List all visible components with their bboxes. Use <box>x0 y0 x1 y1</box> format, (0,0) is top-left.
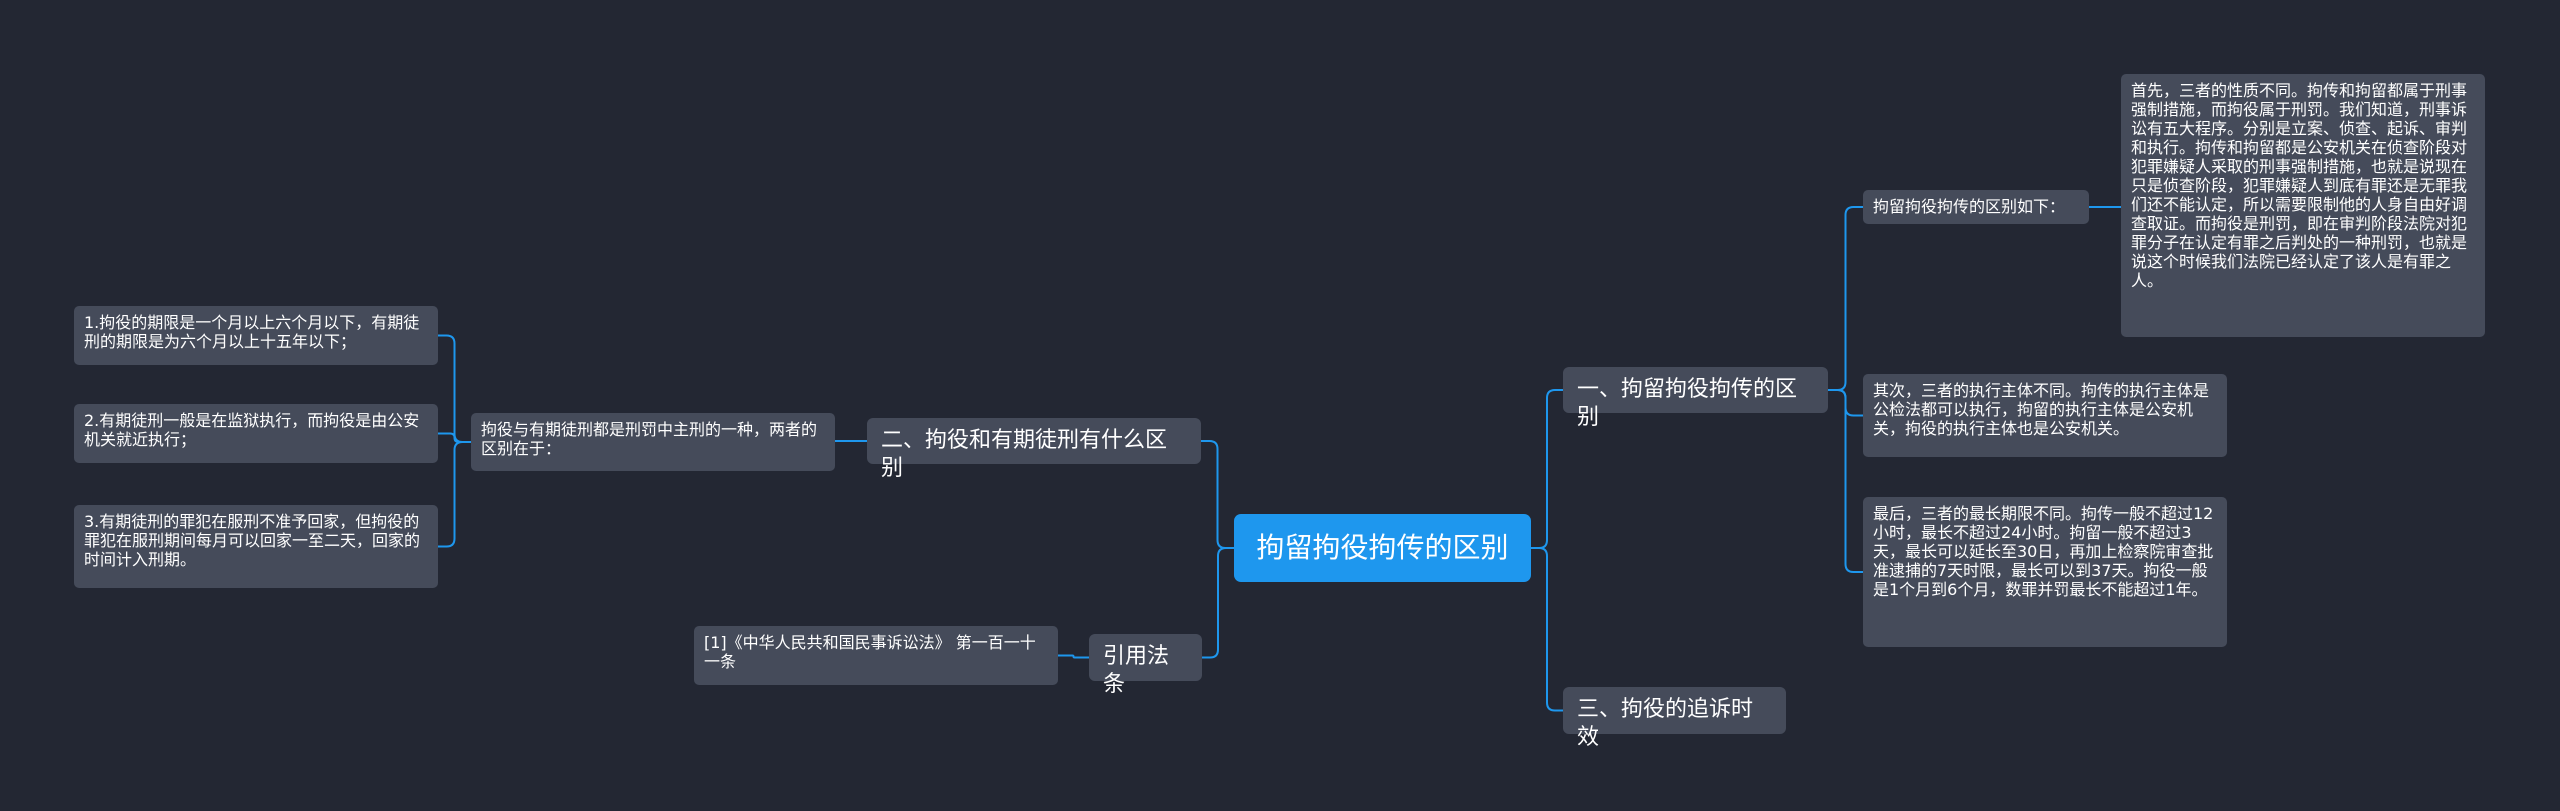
branch-prosecution-limit[interactable]: 三、拘役的追诉时效 <box>1563 687 1786 750</box>
branch-difference-detention[interactable]: 一、拘留拘役拘传的区别 <box>1563 367 1828 430</box>
law-reference[interactable]: [1]《中华人民共和国民事诉讼法》 第一百一十一条 <box>694 626 1058 685</box>
connector-9 <box>438 334 471 443</box>
connector-4 <box>1828 389 1863 573</box>
root-topic[interactable]: 拘留拘役拘传的区别 <box>1234 514 1531 582</box>
detail-duration-difference[interactable]: 最后，三者的最长期限不同。拘传一般不超过12小时，最长不超过24小时。拘留一般不… <box>1863 497 2227 647</box>
connector-6 <box>1201 440 1234 549</box>
detail-home-visits[interactable]: 3.有期徒刑的罪犯在服刑不准予回家，但拘役的罪犯在服刑期间每月可以回家一至二天，… <box>74 505 438 588</box>
branch-detention-vs-imprisonment[interactable]: 二、拘役和有期徒刑有什么区别 <box>867 418 1201 481</box>
connector-11 <box>438 441 471 548</box>
connector-2 <box>1828 206 1863 391</box>
detail-term-length[interactable]: 1.拘役的期限是一个月以上六个月以下，有期徒刑的期限是为六个月以上十五年以下； <box>74 306 438 365</box>
detail-nature-difference[interactable]: 首先，三者的性质不同。拘传和拘留都属于刑事强制措施，而拘役属于刑罚。我们知道，刑… <box>2121 74 2485 337</box>
detail-execution-place[interactable]: 2.有期徒刑一般是在监狱执行，而拘役是由公安机关就近执行； <box>74 404 438 463</box>
connector-7 <box>1202 547 1234 659</box>
connector-1 <box>1531 547 1563 712</box>
connector-10 <box>438 432 471 443</box>
branch-cited-law[interactable]: 引用法条 <box>1089 634 1202 697</box>
subtopic-imprisonment-intro[interactable]: 拘役与有期徒刑都是刑罚中主刑的一种，两者的区别在于： <box>471 413 835 471</box>
subtopic-difference-intro[interactable]: 拘留拘役拘传的区别如下： <box>1863 190 2089 224</box>
connector-0 <box>1531 389 1563 549</box>
connector-12 <box>1058 654 1089 659</box>
detail-executor-difference[interactable]: 其次，三者的执行主体不同。拘传的执行主体是公检法都可以执行，拘留的执行主体是公安… <box>1863 374 2227 457</box>
